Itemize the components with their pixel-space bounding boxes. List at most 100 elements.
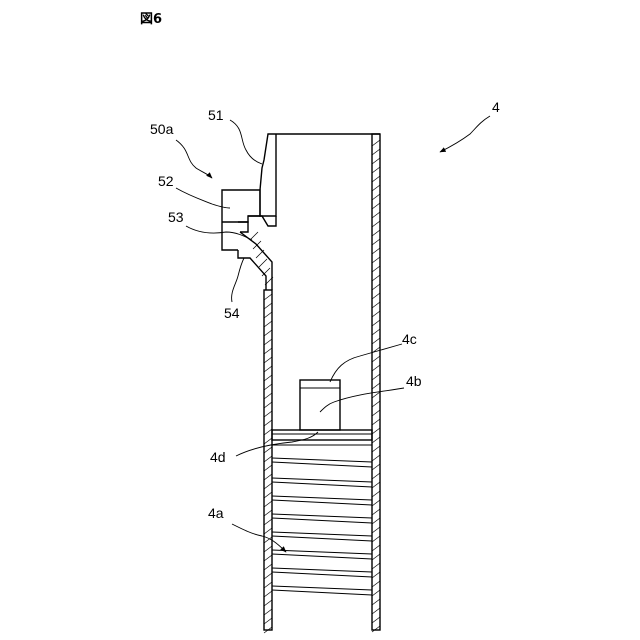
leader-4c: [330, 344, 402, 382]
hatch-line: [372, 374, 380, 380]
leader-4: [440, 116, 490, 152]
thread-line: [272, 550, 372, 554]
hatch-line: [264, 339, 272, 345]
hatch-line: [264, 321, 272, 327]
hatch-line: [264, 618, 272, 624]
hatch-line: [264, 348, 272, 354]
hatch-line: [372, 230, 380, 236]
hatch-line: [372, 203, 380, 209]
hatch-line: [264, 294, 272, 300]
hatch-line: [264, 609, 272, 615]
hatch-line: [372, 626, 380, 632]
hatch-line: [372, 293, 380, 299]
hatch-line: [264, 303, 272, 309]
hatch-line: [264, 582, 272, 588]
hatch-line: [264, 546, 272, 552]
claw-block-52: [222, 190, 260, 250]
hatch-line: [264, 591, 272, 597]
hatch-line: [372, 590, 380, 596]
hatch-line: [372, 545, 380, 551]
hatch-line: [372, 563, 380, 569]
hatch-line: [264, 465, 272, 471]
hatch-line: [372, 248, 380, 254]
hatch-line: [372, 194, 380, 200]
thread-line: [272, 590, 372, 595]
hatch-line: [372, 311, 380, 317]
hatch-line: [264, 411, 272, 417]
right-wall: [372, 134, 380, 632]
claw-notch-53: [248, 216, 276, 226]
hatch-line: [264, 447, 272, 453]
hatch-line: [372, 158, 380, 164]
hatch-line: [372, 338, 380, 344]
thread-line: [272, 482, 372, 487]
thread-line: [272, 586, 372, 590]
hatch-line: [264, 375, 272, 381]
hatch-line: [372, 149, 380, 155]
hatch-line: [372, 383, 380, 389]
hatch-line: [264, 357, 272, 363]
hatch-line: [372, 302, 380, 308]
thread-line: [272, 518, 372, 523]
ref-4: 4: [492, 99, 500, 115]
hatch-line: [372, 257, 380, 263]
hatch-line: [372, 473, 380, 479]
hatch-line: [372, 239, 380, 245]
hatch-line: [372, 581, 380, 587]
hatch-line: [264, 573, 272, 579]
hatch-line: [264, 312, 272, 318]
hatch-line: [264, 384, 272, 390]
hatch-line: [264, 501, 272, 507]
hatch-line: [264, 492, 272, 498]
thread-line: [272, 554, 372, 559]
hatch-line: [372, 518, 380, 524]
thread-4a: [272, 458, 372, 595]
hatch-line: [372, 320, 380, 326]
leader-54: [232, 258, 244, 302]
hatch-line: [372, 419, 380, 425]
thread-line: [272, 462, 372, 467]
ref-4d: 4d: [210, 449, 226, 465]
hatch-line: [264, 528, 272, 534]
locking-claw-50a: [222, 190, 276, 290]
leader-4d: [236, 432, 318, 456]
hatch-line: [264, 393, 272, 399]
thread-line: [272, 532, 372, 536]
hatch-line: [372, 401, 380, 407]
thread-line: [272, 500, 372, 505]
ref-4c: 4c: [402, 331, 417, 347]
hatch-line: [264, 564, 272, 570]
hatch-line: [264, 420, 272, 426]
ref-52: 52: [158, 173, 174, 189]
hatch-line: [372, 428, 380, 434]
leader-4b: [320, 388, 404, 412]
hatch-line: [372, 464, 380, 470]
hatch-line: [372, 284, 380, 290]
hatch-line: [256, 250, 264, 258]
hatch-line: [264, 519, 272, 525]
thread-line: [272, 496, 372, 500]
hatch-line: [264, 510, 272, 516]
hatch-line: [264, 366, 272, 372]
hatch-line: [250, 232, 258, 240]
thread-line: [272, 568, 372, 572]
ref-50a: 50a: [150, 121, 174, 137]
hatch-line: [372, 500, 380, 506]
leader-51: [230, 120, 262, 164]
hatch-line: [372, 176, 380, 182]
hatch-line: [372, 275, 380, 281]
hatch-line: [372, 509, 380, 515]
hatch-line: [372, 437, 380, 443]
ref-53: 53: [168, 209, 184, 225]
protrusion-4b: [300, 380, 340, 430]
hatch-line: [264, 402, 272, 408]
hatch-line: [264, 474, 272, 480]
hatch-line: [372, 527, 380, 533]
hatch-line: [264, 483, 272, 489]
thread-line: [272, 536, 372, 541]
hatch-line: [264, 330, 272, 336]
hatch-line: [372, 455, 380, 461]
hatch-line: [372, 482, 380, 488]
hatch-line: [372, 212, 380, 218]
